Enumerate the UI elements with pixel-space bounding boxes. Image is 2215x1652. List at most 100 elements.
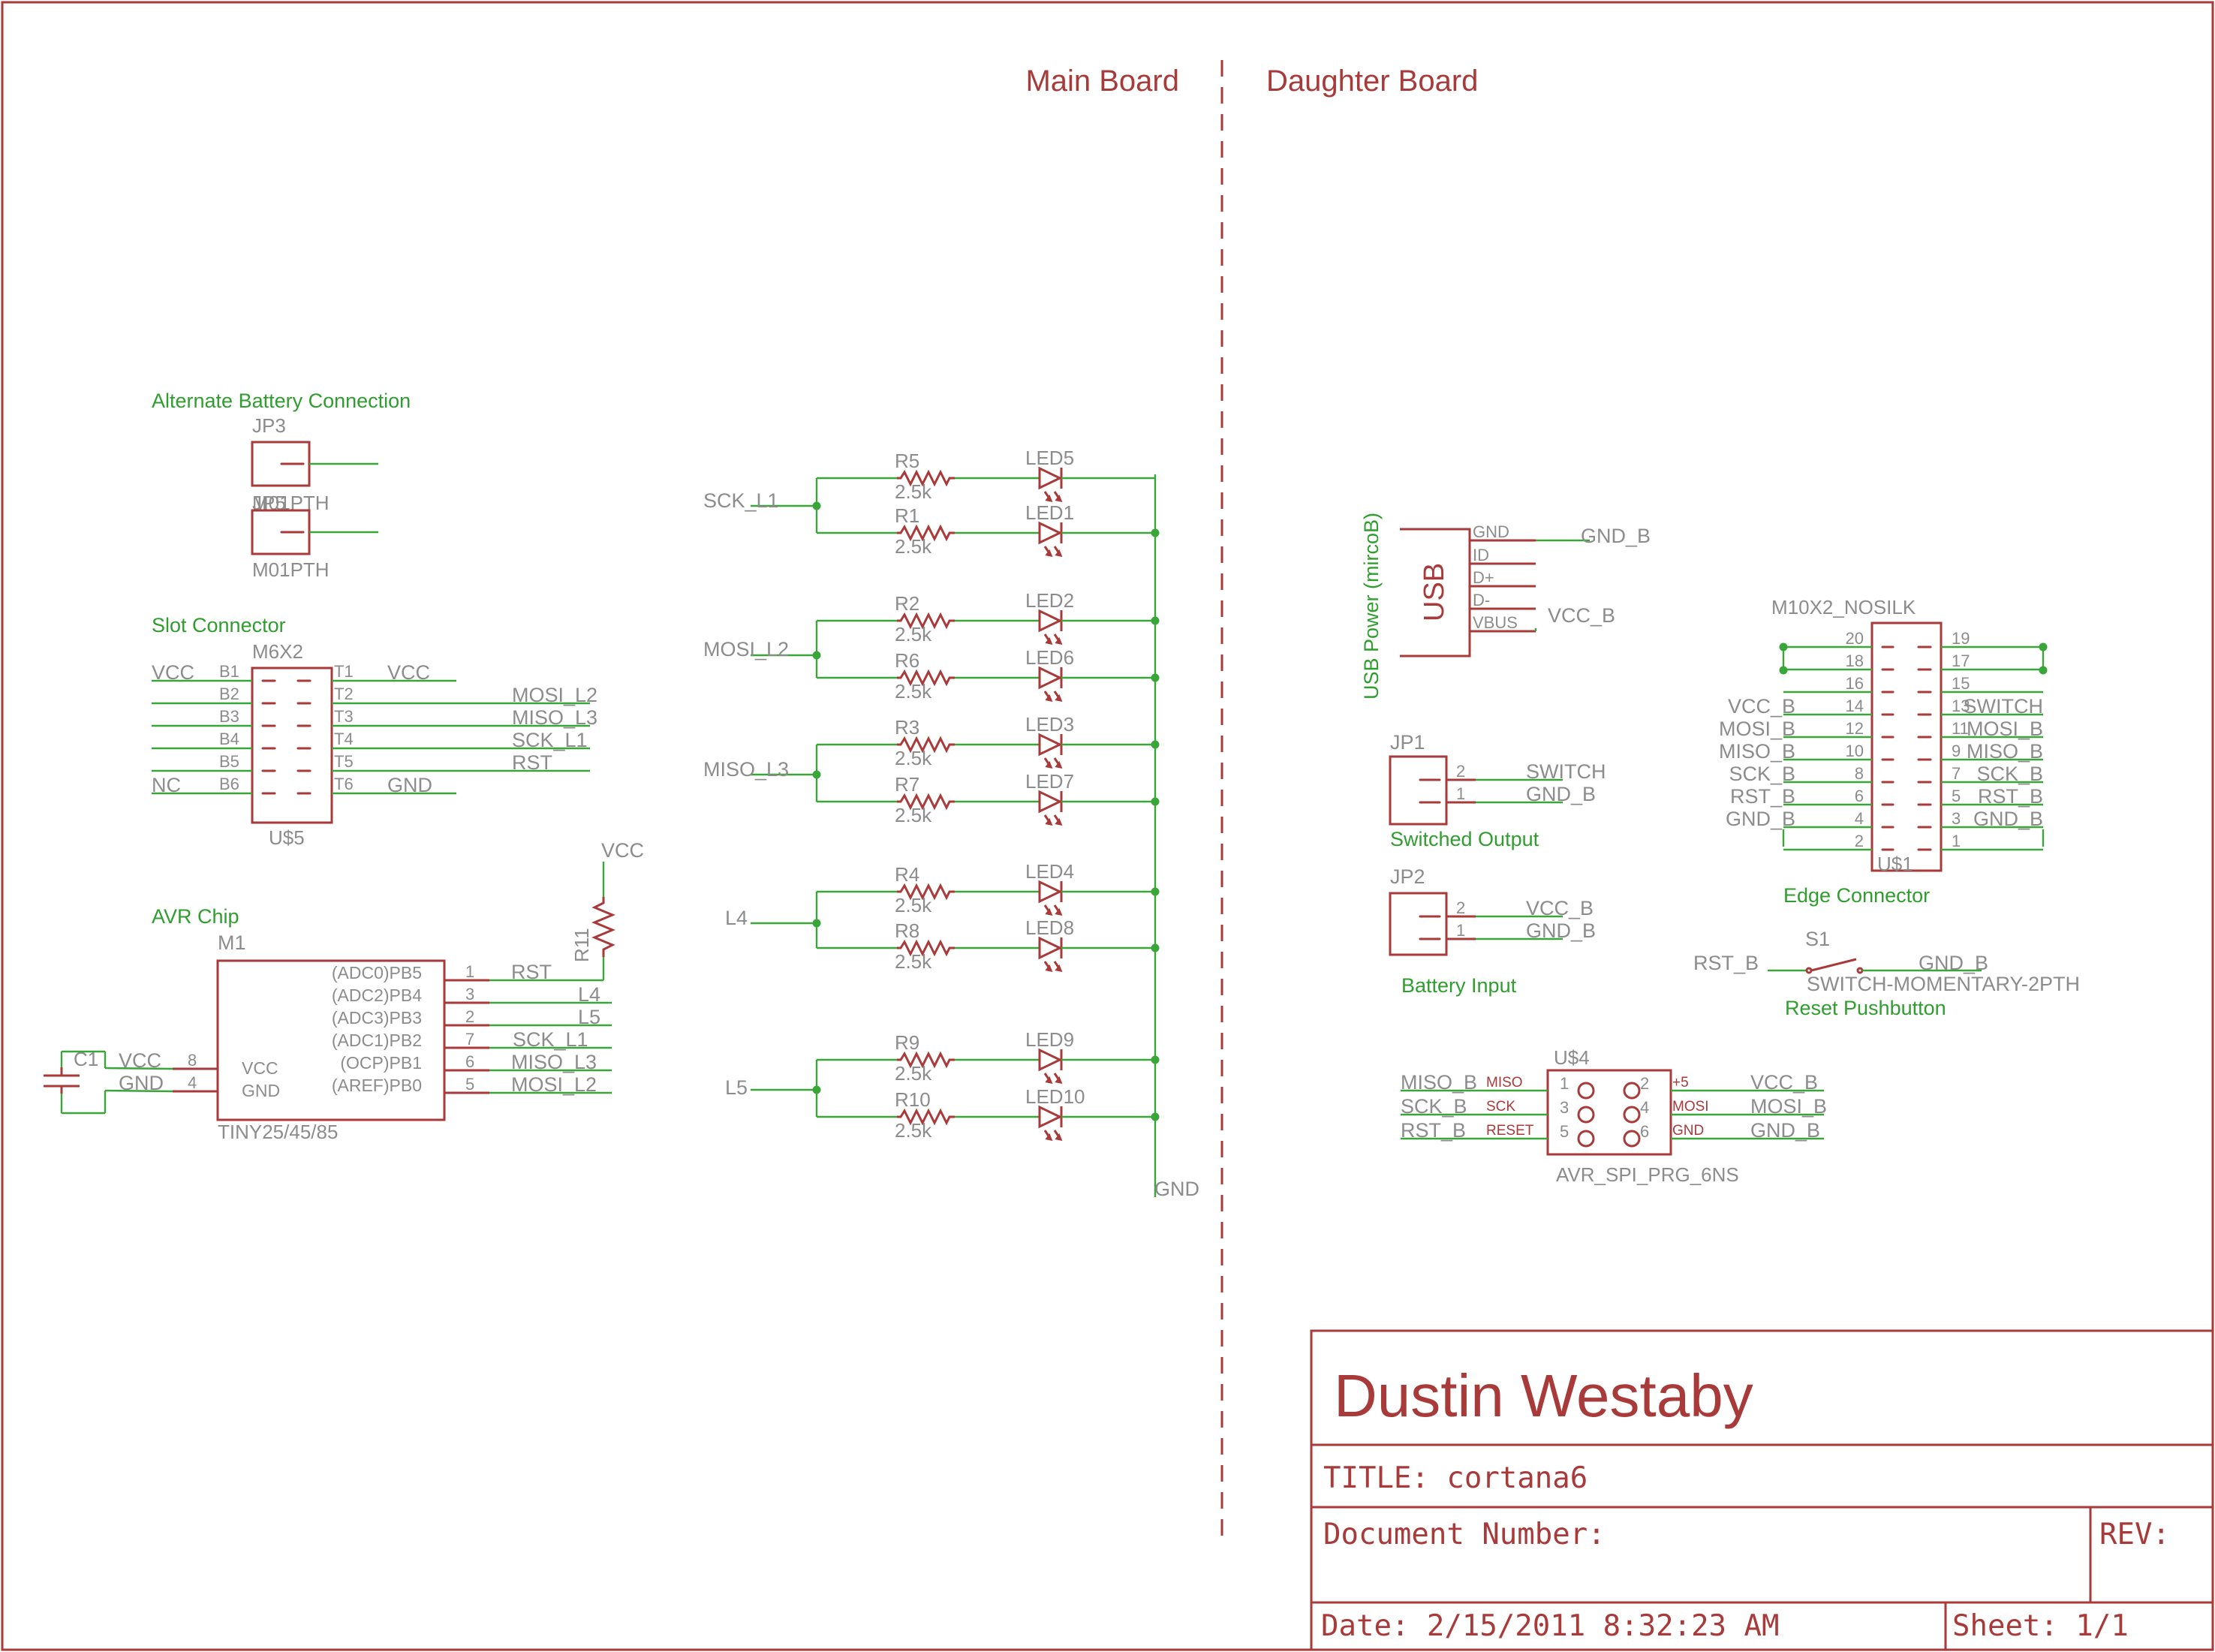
isp-pin-right (1623, 1106, 1641, 1124)
led-diode-triangle (1038, 936, 1063, 960)
led-diode-triangle (1038, 733, 1063, 757)
slot-pin-label-right: T3 (334, 707, 354, 726)
led-input-net: SCK_L1 (703, 489, 779, 512)
s1-left-net: RST_B (1693, 952, 1759, 974)
avr-pin-number: 2 (465, 1007, 474, 1026)
s1-right-net: GND_B (1919, 952, 1988, 974)
resistor-name: R2 (895, 592, 919, 615)
usb-vcc-net: VCC_B (1548, 604, 1615, 627)
alternate-battery-label: Alternate Battery Connection (152, 390, 411, 412)
slot-net-label-right: RST (512, 751, 552, 774)
alternate-battery-connection: Alternate Battery Connection JP3 JP5 M01… (152, 390, 411, 581)
isp-pin-left (1577, 1082, 1595, 1100)
usb-pin-label: D+ (1473, 568, 1494, 587)
edge-pin-number-right: 17 (1952, 651, 1970, 670)
reset-pushbutton-label: Reset Pushbutton (1785, 997, 1946, 1019)
edge-net-label-left: MOSI_B (1719, 718, 1795, 740)
jp1-header (1389, 755, 1448, 826)
resistor-value: 2.5k (895, 535, 932, 558)
s1-value: SWITCH-MOMENTARY-2PTH (1807, 973, 2080, 995)
jp1-pin-number: 2 (1456, 762, 1465, 781)
jp1-name: JP1 (1390, 731, 1425, 754)
led-pair-input: MOSI_L2 (703, 621, 821, 678)
resistor (897, 469, 955, 487)
r11-name: R11 (570, 928, 593, 962)
slot-net-label-right: MISO_L3 (512, 706, 597, 729)
input-junction-dot (812, 651, 821, 660)
led-input-net: L4 (725, 907, 748, 929)
slot-pin-label-right: T4 (334, 730, 354, 748)
slot-pin-label-left: B6 (219, 775, 239, 793)
main-board-heading: Main Board (1025, 65, 1179, 98)
daughter-board-heading: Daughter Board (1266, 65, 1478, 98)
s1-name: S1 (1805, 928, 1830, 950)
isp-function-right: MOSI (1672, 1099, 1709, 1115)
slot-pin-label-left: B2 (219, 685, 239, 703)
input-junction-dot (812, 1085, 821, 1094)
edge-pin-number-left: 8 (1855, 764, 1864, 783)
led-arrow-heads (1045, 1076, 1063, 1085)
r11-vcc-net: VCC (601, 839, 644, 862)
avr-part-value: TINY25/45/85 (218, 1121, 338, 1143)
jp2-net-label: VCC_B (1526, 897, 1594, 919)
led-diode-triangle (1038, 666, 1063, 690)
input-junction-dot (812, 919, 821, 928)
jp1-pin-number: 1 (1456, 784, 1465, 803)
reset-pushbutton: S1 RST_B GND_B SWITCH-MOMENTARY-2PTH Res… (1693, 928, 2080, 1019)
led-diode-triangle (1038, 1105, 1063, 1129)
edge-pin-number-right: 19 (1952, 629, 1970, 648)
resistor-value: 2.5k (895, 480, 932, 503)
resistor-value: 2.5k (895, 1119, 932, 1142)
slot-pin-label-right: T1 (334, 662, 354, 681)
slot-pin-label-right: T6 (334, 775, 354, 793)
avr-net-label: RST (511, 961, 552, 983)
input-junction-dot (812, 770, 821, 779)
resistor (897, 793, 955, 811)
usb-pin-label: GND (1473, 522, 1509, 541)
resistor-name: R9 (895, 1031, 919, 1054)
resistor (897, 1108, 955, 1126)
jp2-pin-number: 1 (1456, 921, 1465, 940)
led-pair-input: L4 (725, 892, 821, 948)
isp-net-label-right: MOSI_B (1750, 1095, 1827, 1118)
date-stamp: Date: 2/15/2011 8:32:23 AM (1321, 1609, 1779, 1643)
isp-net-label-right: VCC_B (1750, 1071, 1818, 1094)
author-name: Dustin Westaby (1334, 1362, 1753, 1429)
slot-part-name: M6X2 (252, 640, 303, 663)
s1-lever (1810, 958, 1857, 972)
edge-net-label-right: GND_B (1973, 808, 2043, 830)
isp-function-left: RESET (1486, 1123, 1534, 1139)
edge-pin-number-left: 16 (1846, 674, 1864, 693)
input-junction-dot (812, 501, 821, 510)
jp2-pin-number: 2 (1456, 898, 1465, 917)
edge-pin-number-left: 6 (1855, 787, 1864, 805)
isp-function-right: +5 (1672, 1075, 1689, 1091)
usb-pin-label: D- (1473, 591, 1490, 609)
led-name: LED10 (1025, 1085, 1085, 1108)
avr-pin-number: 7 (465, 1030, 474, 1049)
edge-pin-number-left: 12 (1846, 719, 1864, 738)
edge-net-label-right: MOSI_B (1967, 718, 2043, 740)
usb-symbol-label: USB (1419, 563, 1450, 621)
led-name: LED1 (1025, 501, 1074, 524)
r11-resistor (591, 897, 615, 957)
led-name: LED4 (1025, 860, 1074, 883)
avr-pin-function: (ADC3)PB3 (332, 1008, 422, 1028)
led-pair-input: L5 (725, 1060, 821, 1117)
led-arrow-heads (1045, 817, 1063, 826)
jp2-name: JP2 (1390, 865, 1425, 888)
isp-function-left: MISO (1486, 1075, 1523, 1091)
resistor (897, 883, 955, 901)
slot-net-label-left: NC (152, 774, 181, 796)
led-arrow-heads (1045, 694, 1063, 703)
jp5-value: M01PTH (252, 558, 330, 581)
